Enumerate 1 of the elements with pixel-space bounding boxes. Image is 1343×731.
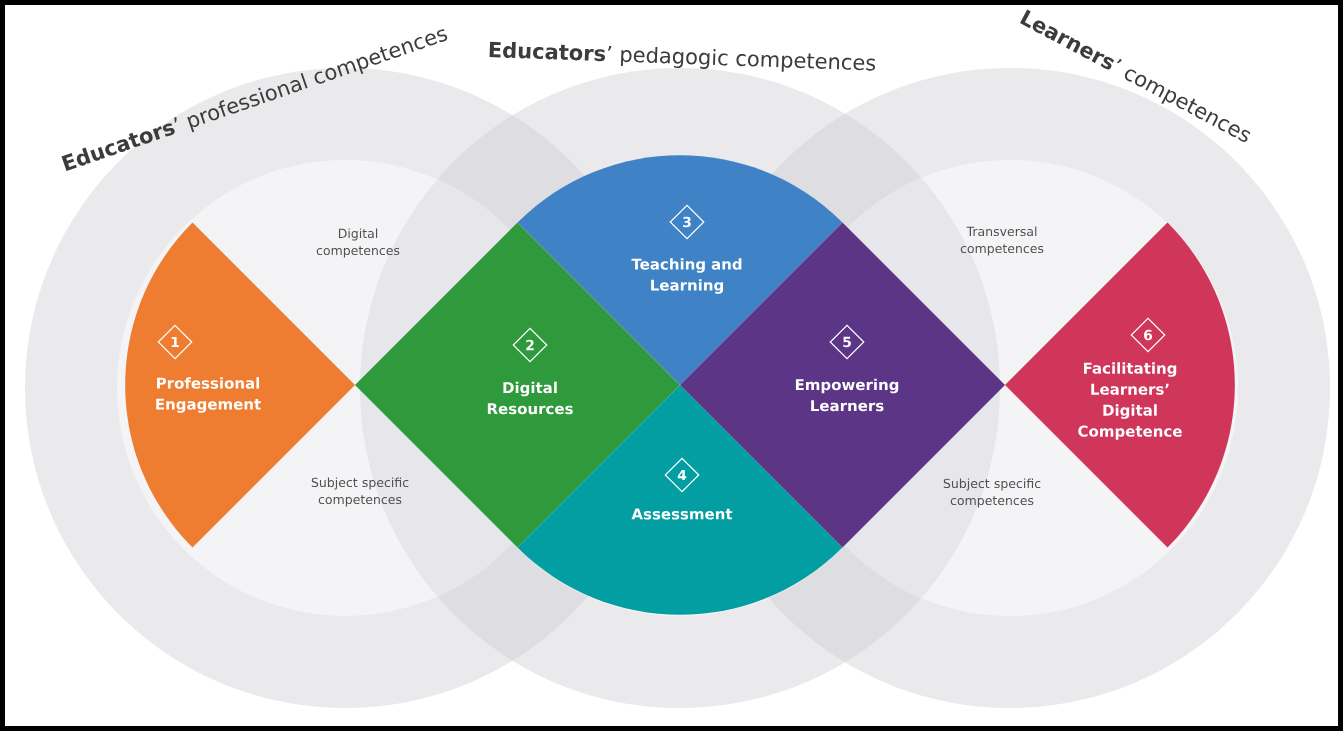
- node-label: Educators’ pedagogic competences: [489, 41, 876, 72]
